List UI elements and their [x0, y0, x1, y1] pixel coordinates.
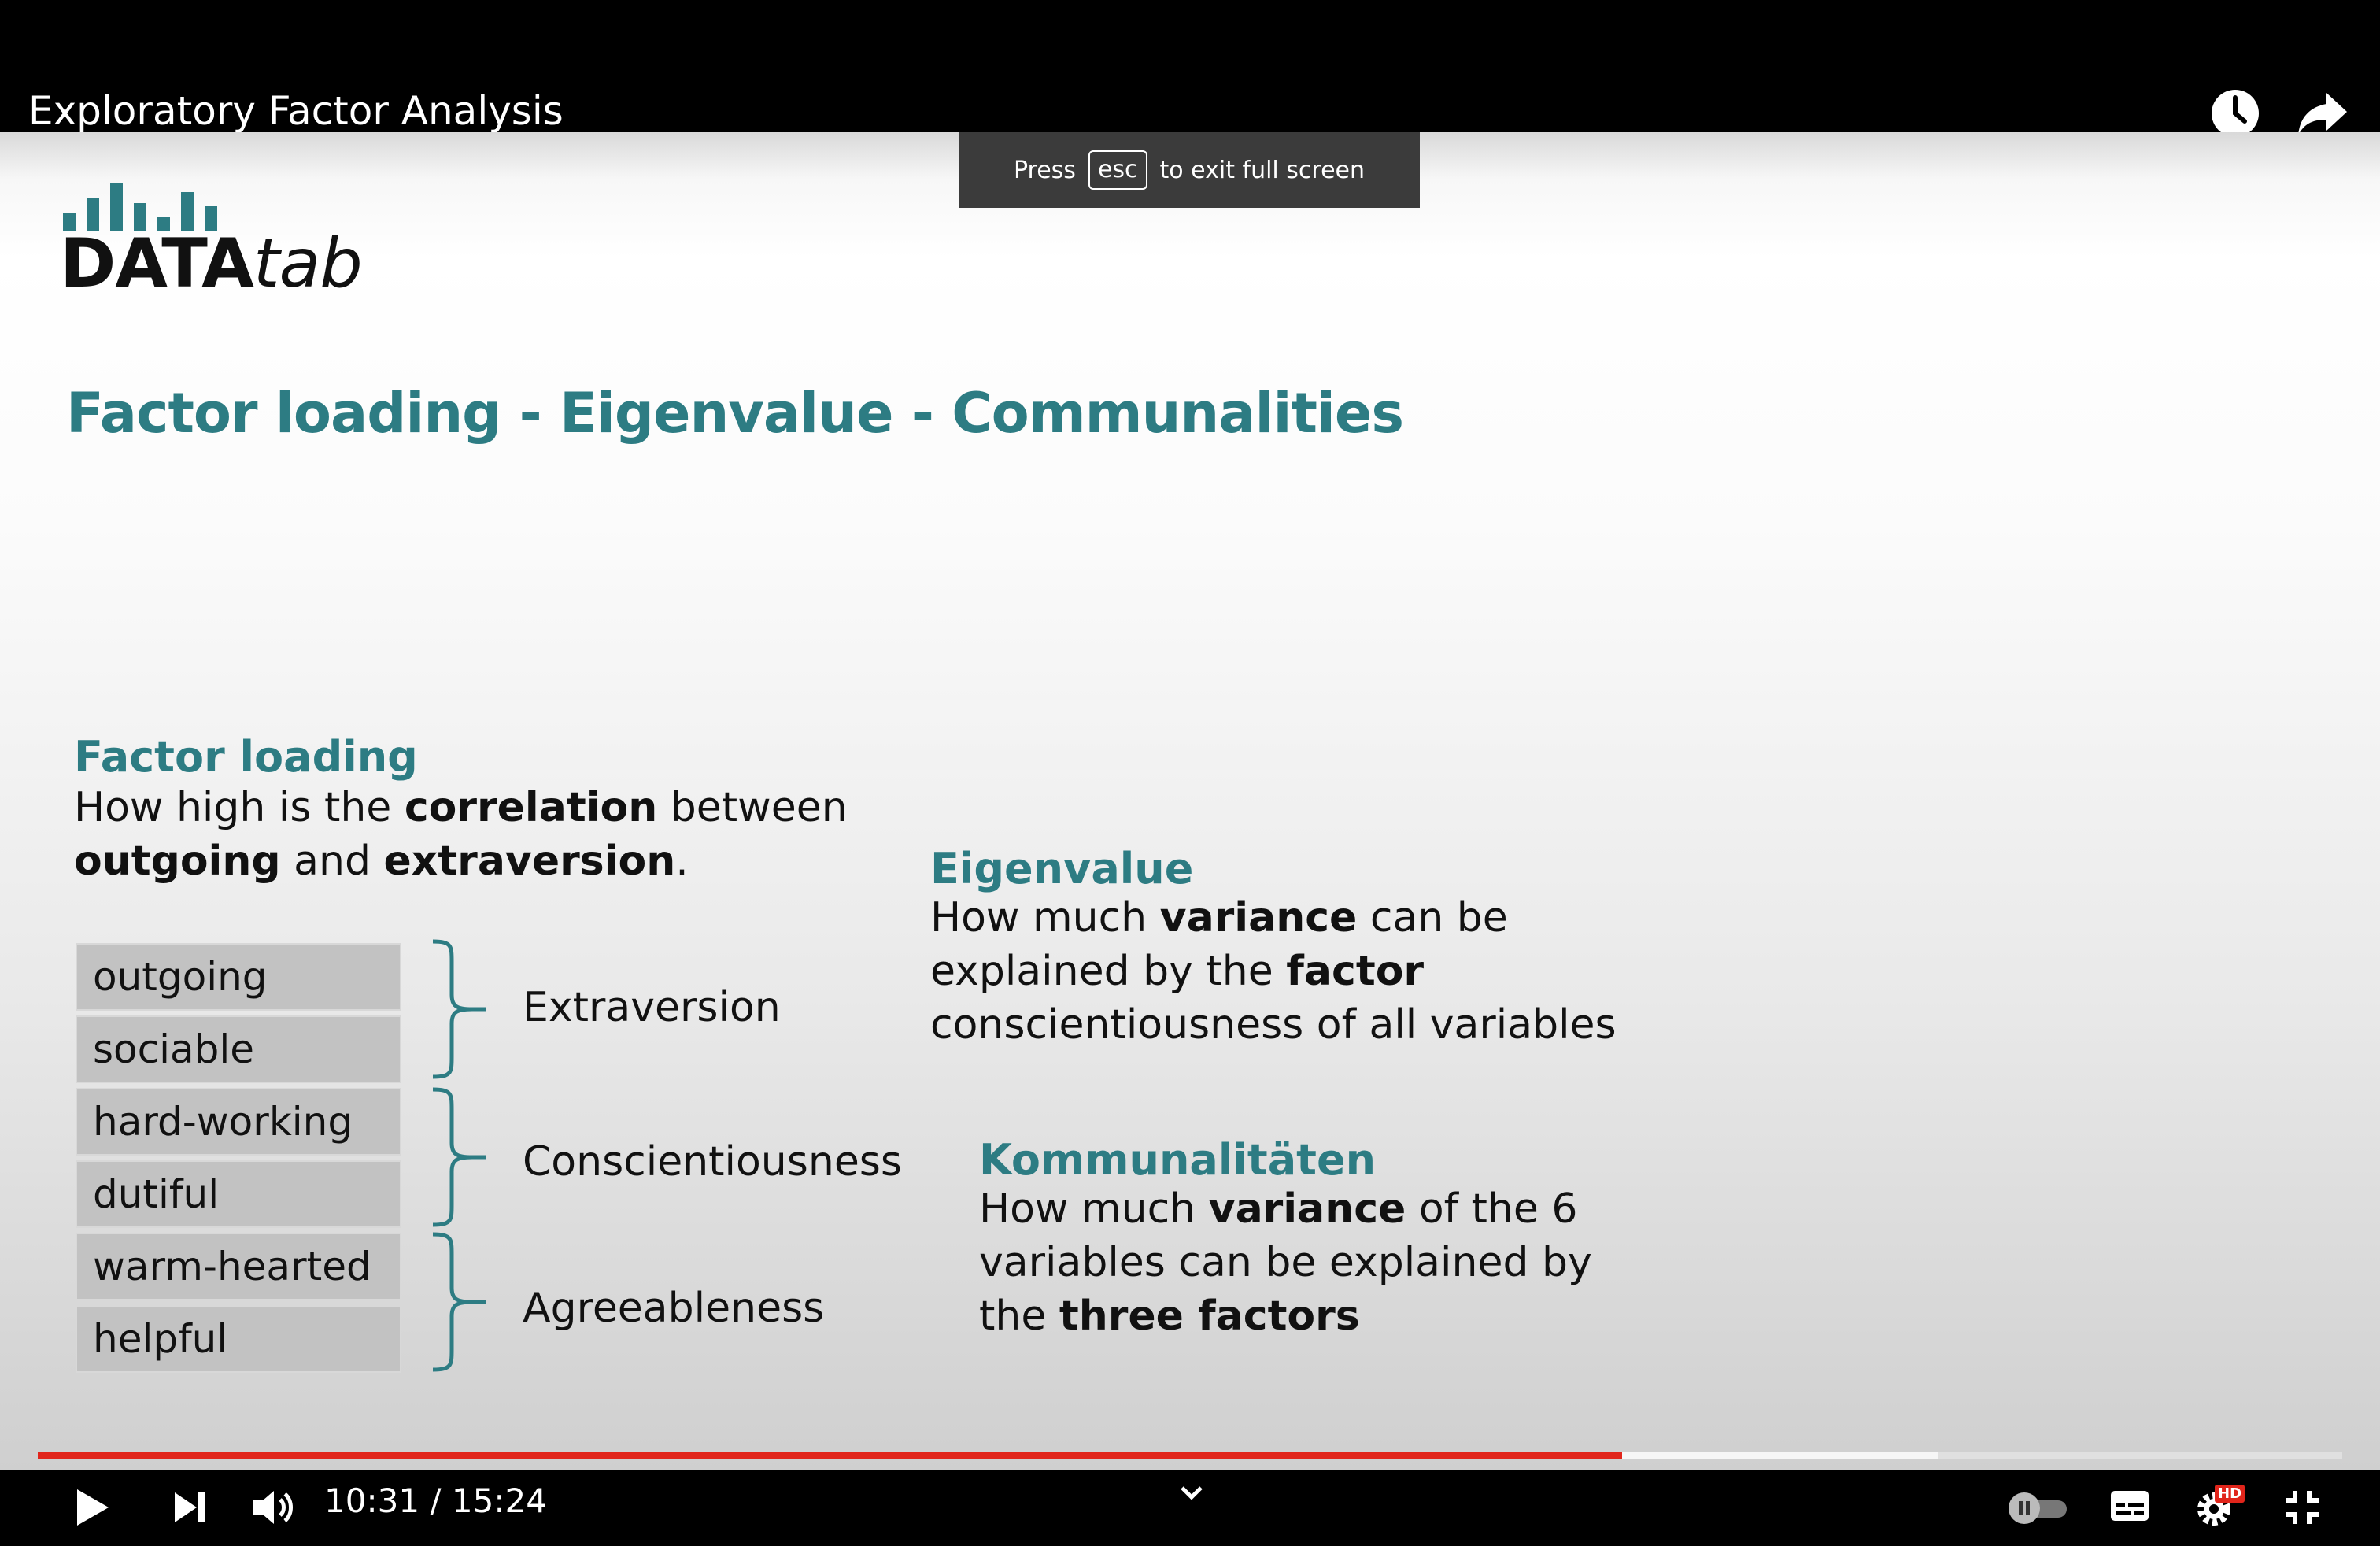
- hd-badge: HD: [2215, 1485, 2245, 1503]
- subtitles-icon[interactable]: [2109, 1488, 2150, 1524]
- time-display: 10:31 / 15:24: [324, 1481, 547, 1520]
- variable-box-warm-hearted: warm-hearted: [76, 1233, 401, 1300]
- communalities-line-2: variables can be explained by: [979, 1239, 1592, 1286]
- fullscreen-notice: Press esc to exit full screen: [959, 132, 1420, 208]
- progress-bar[interactable]: [38, 1452, 2342, 1459]
- time-total: 15:24: [451, 1481, 547, 1520]
- progress-played: [38, 1452, 1622, 1459]
- communalities-text: How much variance of the 6 variables can…: [979, 1182, 1592, 1343]
- player-controls: 10:31 / 15:24 HD: [0, 1470, 2380, 1546]
- variable-box-hard-working: hard-working: [76, 1088, 401, 1156]
- factor-label-conscientiousness: Conscientiousness: [523, 1138, 902, 1185]
- factor-loading-text: How high is the correlation between outg…: [74, 781, 848, 888]
- video-title[interactable]: Exploratory Factor Analysis: [28, 88, 564, 134]
- bracket-extraversion-icon: [432, 939, 486, 1079]
- play-icon[interactable]: [72, 1486, 112, 1529]
- factor-label-extraversion: Extraversion: [523, 984, 781, 1031]
- exit-fullscreen-icon[interactable]: [2282, 1488, 2322, 1527]
- bracket-conscientiousness-icon: [432, 1087, 486, 1227]
- esc-key-badge: esc: [1088, 150, 1148, 190]
- autoplay-toggle-icon[interactable]: [2005, 1491, 2071, 1526]
- communalities-heading: Kommunalitäten: [979, 1135, 1377, 1185]
- eigenvalue-line-1: How much variance can be: [930, 894, 1508, 941]
- slide-canvas[interactable]: Press esc to exit full screen DATAtab Fa…: [0, 132, 2380, 1470]
- settings-icon: [2197, 1492, 2230, 1526]
- factor-loading-line-1: How high is the correlation between: [74, 784, 848, 831]
- eigenvalue-text: How much variance can be explained by th…: [930, 891, 1617, 1052]
- notice-press-text: Press: [1013, 156, 1076, 184]
- share-icon[interactable]: [2295, 87, 2349, 140]
- factor-loading-line-2: outgoing and extraversion.: [74, 838, 689, 885]
- eigenvalue-line-2: explained by the factor: [930, 948, 1425, 995]
- volume-icon[interactable]: [250, 1486, 294, 1529]
- datatab-logo-bars-icon: [63, 183, 217, 231]
- time-separator: /: [430, 1481, 442, 1520]
- communalities-line-1: How much variance of the 6: [979, 1185, 1578, 1233]
- bracket-agreeableness-icon: [432, 1232, 486, 1372]
- time-current: 10:31: [324, 1481, 420, 1520]
- logo-text-italic: tab: [253, 224, 363, 303]
- variable-box-dutiful: dutiful: [76, 1160, 401, 1228]
- variable-box-outgoing: outgoing: [76, 943, 401, 1011]
- watch-later-icon[interactable]: [2208, 87, 2262, 140]
- settings-button[interactable]: HD: [2194, 1485, 2245, 1529]
- communalities-line-3: the three factors: [979, 1293, 1360, 1340]
- video-top-bar: Exploratory Factor Analysis: [0, 0, 2380, 137]
- datatab-logo: DATAtab: [60, 230, 363, 298]
- notice-exit-text: to exit full screen: [1159, 156, 1366, 184]
- slide-title: Factor loading - Eigenvalue - Communalit…: [66, 381, 1404, 446]
- variable-box-sociable: sociable: [76, 1015, 401, 1083]
- eigenvalue-heading: Eigenvalue: [930, 844, 1194, 893]
- factor-loading-heading: Factor loading: [74, 732, 418, 782]
- chevron-down-icon[interactable]: [1177, 1483, 1206, 1502]
- factor-label-agreeableness: Agreeableness: [523, 1285, 825, 1332]
- variable-box-helpful: helpful: [76, 1305, 401, 1373]
- logo-text-bold: DATA: [60, 224, 254, 303]
- eigenvalue-line-3: conscientiousness of all variables: [930, 1001, 1617, 1049]
- next-icon[interactable]: [170, 1488, 209, 1527]
